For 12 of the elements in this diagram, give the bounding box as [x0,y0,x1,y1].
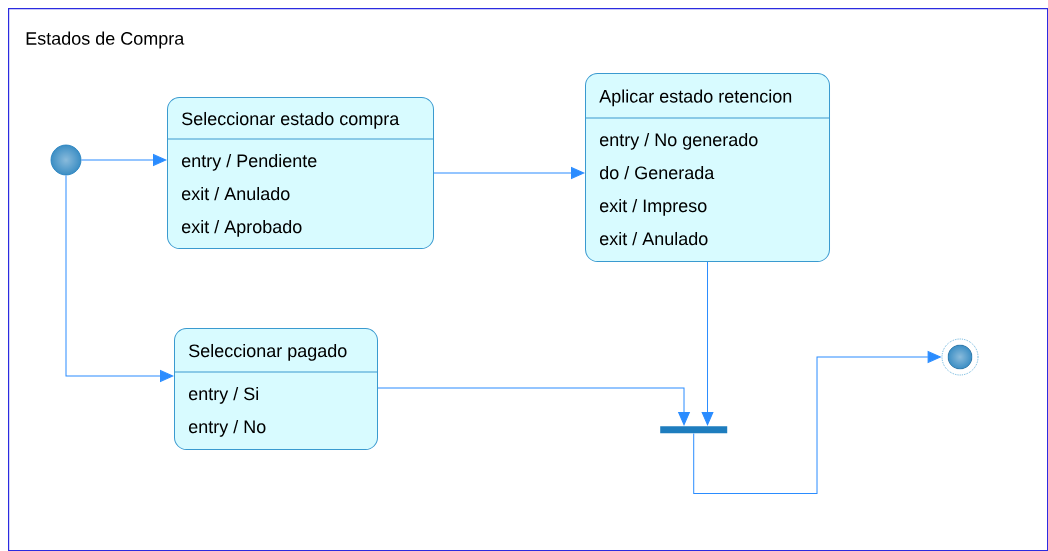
transition-arrow [377,387,690,426]
transition-arrow [701,261,714,426]
state-box: Seleccionar pagado entry / Si entry / No [173,328,378,450]
join-bar [660,426,728,434]
state-box: Aplicar estado retencion entry / No generado do / Generada exit / Impreso exit / Anulado [584,73,830,262]
transition-arrow [65,174,174,382]
initial-state [50,144,82,176]
transition-arrow [80,154,167,166]
state-box: Seleccionar estado compra entry / Pendiente exit / Anulado exit / Aprobado [166,97,434,249]
transition-arrow [693,351,941,494]
transition-arrow [433,167,585,179]
final-state [941,338,979,376]
